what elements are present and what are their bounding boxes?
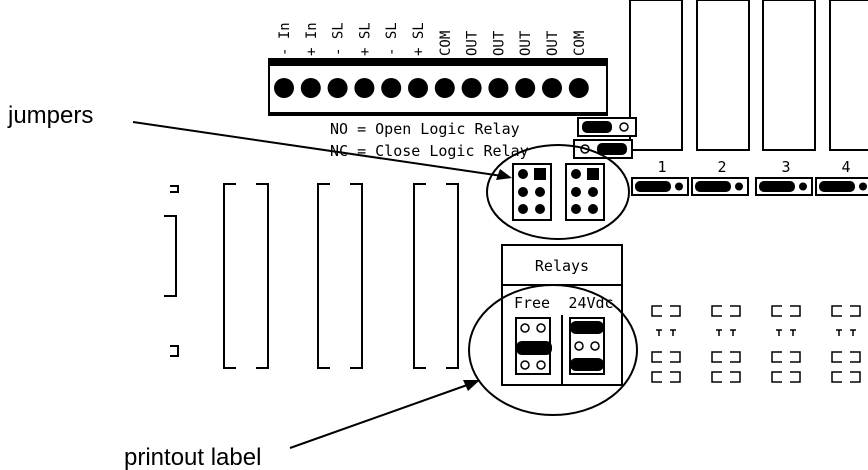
terminal-marker (386, 60, 397, 66)
printout-label-arrow (289, 380, 480, 449)
terminal-screw (327, 78, 348, 98)
footprint-pad (711, 351, 741, 363)
terminal-label: COM (438, 31, 454, 56)
footprint-mark (716, 329, 736, 336)
footprint-pad (771, 371, 801, 383)
relay-outline-2 (696, 0, 750, 151)
left-connector-tick-bottom (170, 345, 179, 357)
jumpers-arrow (132, 121, 512, 180)
terminal-label: + SL (357, 22, 373, 56)
terminal-screw (274, 78, 294, 98)
terminal-marker (547, 60, 557, 66)
terminal-marker (573, 60, 584, 66)
relay-outline-1 (629, 0, 683, 151)
footprint-pad (651, 371, 681, 383)
footprint-pad (771, 305, 801, 317)
terminal-label: - In (277, 22, 293, 56)
terminal-label: OUT (465, 30, 481, 56)
left-connector-2 (317, 183, 363, 369)
callout-jumpers: jumpers (7, 102, 93, 129)
terminal-screw (381, 78, 402, 98)
relay-number: 2 (717, 158, 726, 176)
terminal-screw (488, 78, 509, 98)
terminal-label: + SL (411, 22, 427, 56)
free-jumper (515, 317, 552, 375)
terminal-marker (520, 60, 531, 66)
jumpers-highlight-circle (486, 144, 630, 240)
relay-number: 4 (841, 158, 850, 176)
relay-jumper-shunt (819, 181, 855, 192)
terminal-marker (279, 60, 289, 66)
relay-number: 3 (781, 158, 790, 176)
relays-title: Relays (535, 257, 589, 275)
legend-nc-text: NC = Close Logic Relay (330, 142, 529, 160)
free-label: Free (514, 294, 550, 312)
jumper-block-2 (565, 163, 605, 221)
left-connector-1 (223, 183, 269, 369)
relays-label-box: Relays Free 24Vdc (501, 244, 623, 386)
footprint-mark (656, 329, 676, 336)
jumper-block-1 (512, 163, 552, 221)
printout-label-highlight-circle (468, 284, 638, 416)
terminal-screw (434, 78, 455, 98)
vdc-label: 24Vdc (568, 294, 613, 312)
terminal-marker (466, 60, 477, 66)
relay-jumper-shunt (759, 181, 795, 192)
relay-jumper-shunt (635, 181, 671, 192)
relay-jumper-pin (859, 182, 867, 191)
terminal-screw (300, 78, 321, 98)
terminal-label: + In (304, 22, 320, 56)
relay-jumper-pin (675, 182, 683, 191)
left-connector-side (164, 215, 177, 297)
footprint-pad (651, 305, 681, 317)
terminal-marker (332, 60, 343, 66)
relay-outline-4 (829, 0, 868, 151)
terminal-screw (515, 78, 536, 98)
terminal-label: - SL (331, 22, 347, 56)
relay-jumper-pin (799, 182, 807, 191)
callout-printout-label: printout label (124, 444, 261, 470)
terminal-label: OUT (518, 30, 534, 56)
footprint-pad (831, 305, 861, 317)
terminal-marker (359, 60, 370, 66)
relay-number: 1 (657, 158, 666, 176)
footprint-pad (711, 371, 741, 383)
terminal-marker (413, 60, 423, 66)
terminal-label: COM (572, 31, 588, 56)
legend-no-text: NO = Open Logic Relay (330, 120, 520, 138)
footprint-pad (711, 305, 741, 317)
left-connectors (164, 183, 459, 369)
relay-outlines (629, 0, 868, 151)
vdc-jumper (569, 317, 605, 375)
relay-jumper-pin (735, 182, 743, 191)
footprint-pad (651, 351, 681, 363)
terminal-marker (493, 60, 504, 66)
left-connector-3 (413, 183, 459, 369)
relay-outline-3 (762, 0, 816, 151)
terminal-label: OUT (491, 30, 507, 56)
component-footprints (651, 305, 861, 383)
terminal-block: - In + In - SL + SL - SL + SL COM OUT OUT OUT OUT C… (268, 22, 608, 116)
legend-nc-jumper (573, 139, 633, 159)
left-connector-tick-top (170, 185, 179, 193)
terminal-marker (305, 60, 316, 66)
terminal-marker (439, 60, 450, 66)
footprint-mark (836, 329, 856, 336)
terminal-screw (408, 78, 428, 98)
terminal-screw (461, 78, 482, 98)
terminal-screw (354, 78, 375, 98)
footprint-mark (776, 329, 796, 336)
legend-no-jumper (577, 117, 637, 137)
terminal-label: OUT (545, 30, 561, 56)
terminal-label: - SL (384, 22, 400, 56)
terminal-screw (568, 78, 589, 98)
relay-jumper-shunt (695, 181, 731, 192)
footprint-pad (771, 351, 801, 363)
terminal-screw (542, 78, 562, 98)
relay-jumper-row: 1 2 3 4 (631, 158, 868, 196)
footprint-pad (831, 351, 861, 363)
footprint-pad (831, 371, 861, 383)
